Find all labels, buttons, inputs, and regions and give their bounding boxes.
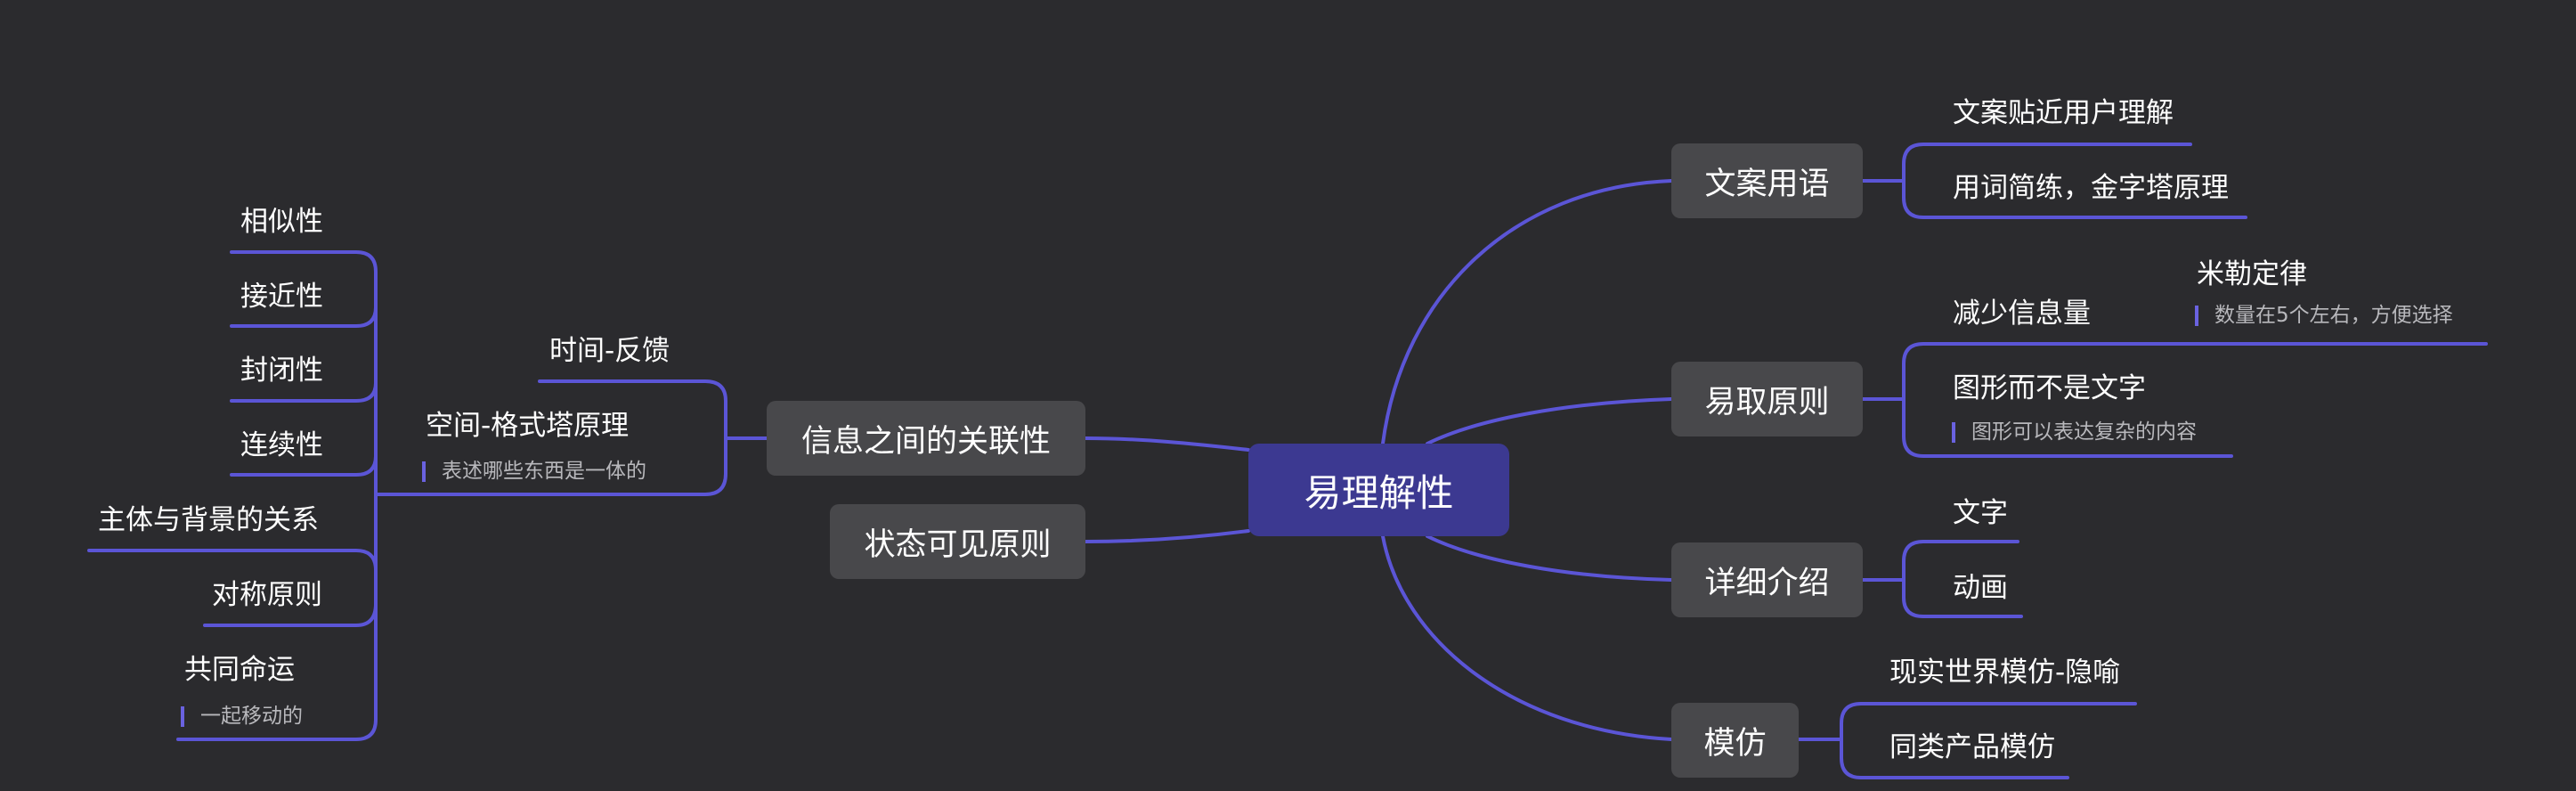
topic-access-principle-label: 易取原则 (1704, 384, 1830, 420)
connector-central-access (1426, 397, 1673, 445)
topic-detail-intro[interactable]: 详细介绍 (1671, 542, 1863, 617)
connector-central-copy (1381, 179, 1673, 445)
topic-status-visible[interactable]: 状态可见原则 (830, 504, 1085, 579)
subtopic-continuity[interactable]: 连续性 (240, 429, 323, 461)
topic-info-relation[interactable]: 信息之间的关联性 (767, 401, 1085, 476)
subtopic-animation[interactable]: 动画 (1953, 572, 2008, 604)
topic-imitation-label: 模仿 (1703, 725, 1767, 762)
topic-detail-intro-label: 详细介绍 (1704, 565, 1830, 601)
note-gestalt: 表述哪些东西是一体的 (422, 461, 646, 482)
subtopic-figure-ground[interactable]: 主体与背景的关系 (98, 504, 319, 536)
central-topic[interactable]: 易理解性 (1248, 444, 1509, 536)
subtopic-text[interactable]: 文字 (1953, 497, 2008, 529)
topic-copy-language[interactable]: 文案用语 (1671, 143, 1863, 218)
topic-imitation[interactable]: 模仿 (1671, 703, 1799, 778)
subtopic-graphic-not-text[interactable]: 图形而不是文字 (1953, 372, 2146, 404)
subtopic-real-world-metaphor[interactable]: 现实世界模仿-隐喻 (1889, 656, 2121, 689)
subtopic-space-gestalt[interactable]: 空间-格式塔原理 (426, 410, 630, 442)
subtopic-symmetry[interactable]: 对称原则 (212, 579, 322, 611)
subtopic-copy-user-understanding[interactable]: 文案贴近用户理解 (1953, 97, 2174, 129)
subtopic-time-feedback[interactable]: 时间-反馈 (549, 335, 670, 367)
connector-central-relation (1084, 436, 1250, 452)
subtopic-similar-products[interactable]: 同类产品模仿 (1889, 731, 2055, 763)
subtopic-similarity[interactable]: 相似性 (240, 206, 323, 238)
central-topic-label: 易理解性 (1304, 470, 1454, 515)
connector-central-imitate (1381, 534, 1673, 741)
topic-copy-language-label: 文案用语 (1704, 166, 1830, 202)
connector-central-status (1084, 529, 1250, 543)
topic-access-principle[interactable]: 易取原则 (1671, 362, 1863, 436)
topic-info-relation-label: 信息之间的关联性 (800, 423, 1051, 460)
note-common-fate: 一起移动的 (181, 706, 303, 727)
subtopic-concise-pyramid[interactable]: 用词简练，金字塔原理 (1953, 172, 2229, 204)
subtopic-miller-law[interactable]: 米勒定律 (2197, 258, 2307, 290)
bracket-relation (374, 379, 768, 496)
subtopic-reduce-info[interactable]: 减少信息量 (1953, 298, 2091, 330)
bracket-copy (1861, 143, 2247, 219)
subtopic-closure[interactable]: 封闭性 (240, 355, 323, 387)
connector-central-detail (1426, 534, 1673, 582)
topic-status-visible-label: 状态可见原则 (864, 526, 1052, 563)
bracket-access (1861, 342, 2488, 458)
bracket-gestalt (87, 250, 378, 741)
note-graphic: 图形可以表达复杂的内容 (1952, 422, 2197, 443)
subtopic-common-fate[interactable]: 共同命运 (184, 654, 295, 686)
bracket-detail (1861, 540, 2023, 618)
subtopic-proximity[interactable]: 接近性 (240, 281, 323, 313)
bracket-imitate (1797, 702, 2137, 779)
note-miller-law: 数量在5个左右，方便选择 (2195, 306, 2453, 326)
